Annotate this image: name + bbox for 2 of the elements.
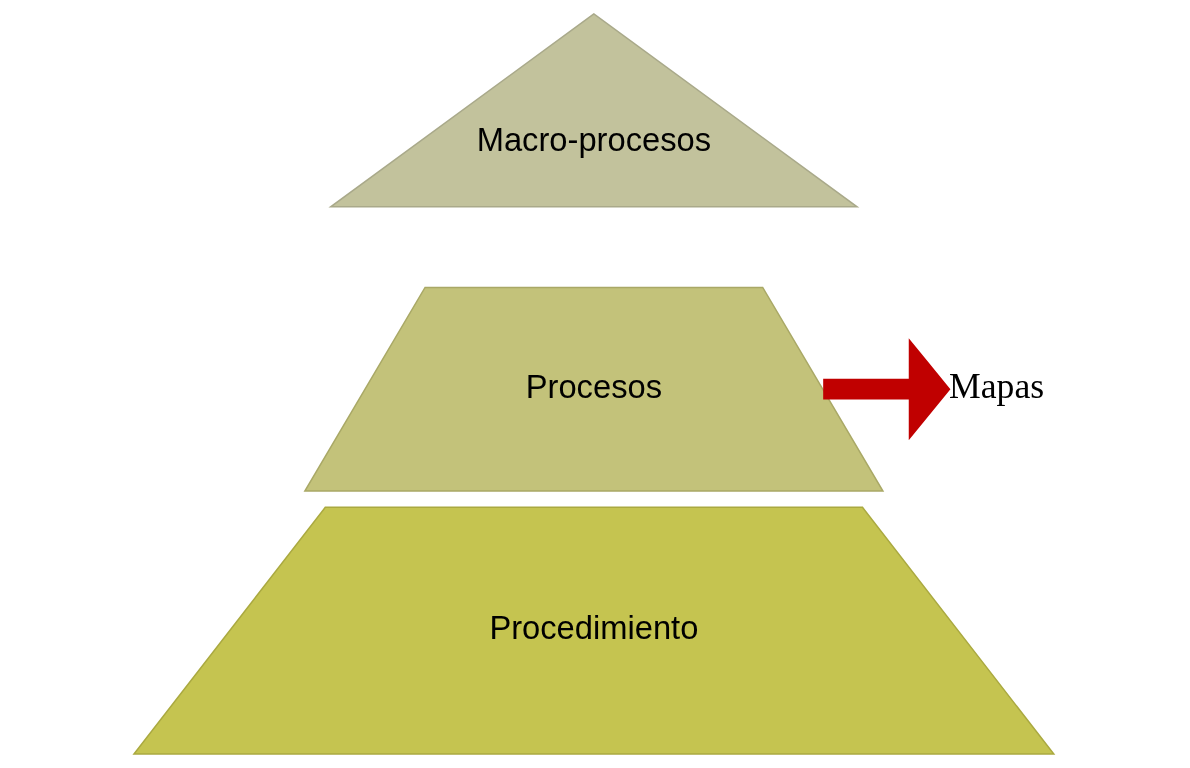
arrow	[823, 338, 951, 441]
node-text: Mapas	[949, 366, 1045, 407]
